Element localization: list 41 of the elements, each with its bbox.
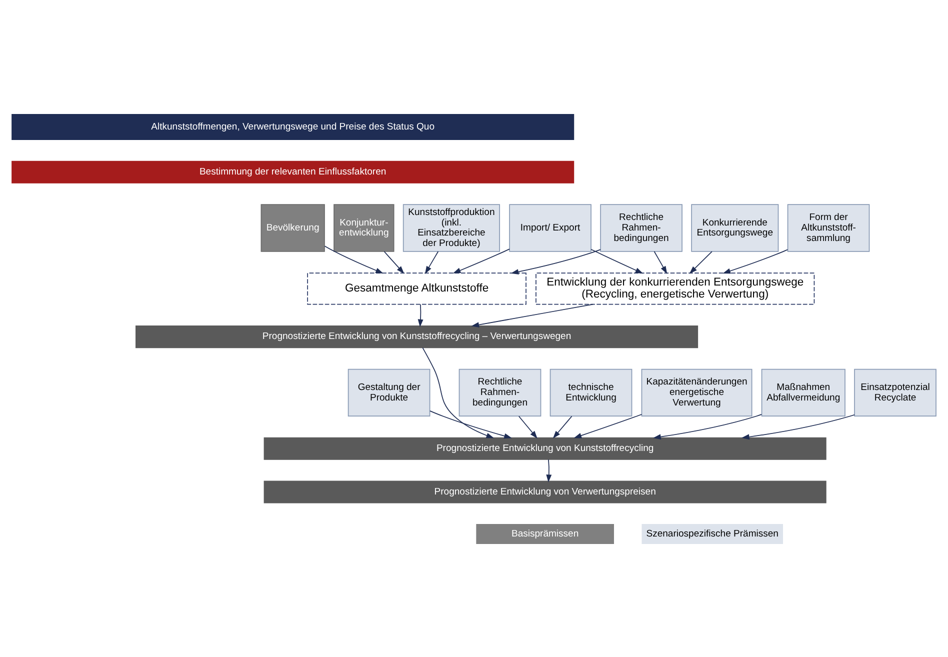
node-box: Kunststoffproduktion (inkl. Einsatzbereiche der Produkte) (402, 204, 500, 252)
arrow (722, 248, 788, 274)
arrow (422, 346, 494, 438)
node-box: Prognostizierte Entwicklung von Kunststoffrecycling (264, 436, 826, 460)
arrow (518, 415, 538, 438)
arrow (590, 248, 644, 274)
arrow (653, 414, 762, 440)
arrow (742, 414, 855, 440)
arrow (574, 413, 642, 438)
arrow (546, 458, 552, 482)
node-box: Maßnahmen Abfallvermeidung (761, 368, 846, 416)
node-box: Prognostizierte Entwicklung von Verwertungspreisen (264, 480, 826, 503)
arrow (324, 245, 384, 273)
arrow (424, 250, 439, 274)
node-box: Rechtliche Rahmen- bedingungen (458, 368, 542, 416)
node-box: Konkurrierende Entsorgungswege (691, 204, 779, 252)
arrow (418, 304, 424, 327)
arrow (552, 415, 572, 438)
node-box: Import/ Export (509, 204, 592, 252)
legend-label: Szenariospezifische Prämissen (646, 528, 778, 539)
node-box: technische Entwicklung (550, 368, 632, 416)
arrow (471, 303, 594, 327)
node-box: Gestaltung der Produkte (348, 368, 430, 416)
arrow (654, 250, 668, 274)
node-box: Rechtliche Rahmen- bedingungen (600, 204, 682, 252)
arrow (689, 250, 712, 274)
node-box: Form der Altkunststoff- sammlung (787, 204, 870, 252)
node-box: Entwicklung der konkurrierenden Entsorgungswege (Recycling, energetische Verwertung) (536, 272, 815, 304)
node-box: Einsatzpotenzial Recyclate (854, 368, 936, 416)
arrow (430, 410, 512, 438)
node-box: Bevölkerung (260, 204, 325, 252)
node-box: Altkunststoffmengen, Verwertungswege und Preise des Status Quo (12, 114, 574, 140)
node-box: Gesamtmenge Altkunststoffe (307, 272, 526, 304)
arrow (452, 248, 510, 273)
arrow (510, 248, 601, 274)
node-box: Bestimmung der relevanten Einflussfaktoren (12, 160, 574, 183)
arrow (384, 250, 404, 274)
node-box: Prognostizierte Entwicklung von Kunststoffrecycling – Verwertungswegen (136, 325, 698, 348)
node-box: Kapazitätenänderungen energetische Verwertung (641, 368, 752, 416)
legend-label: Basisprämissen (511, 528, 579, 539)
node-box: Konjunktur- entwicklung (334, 204, 394, 252)
